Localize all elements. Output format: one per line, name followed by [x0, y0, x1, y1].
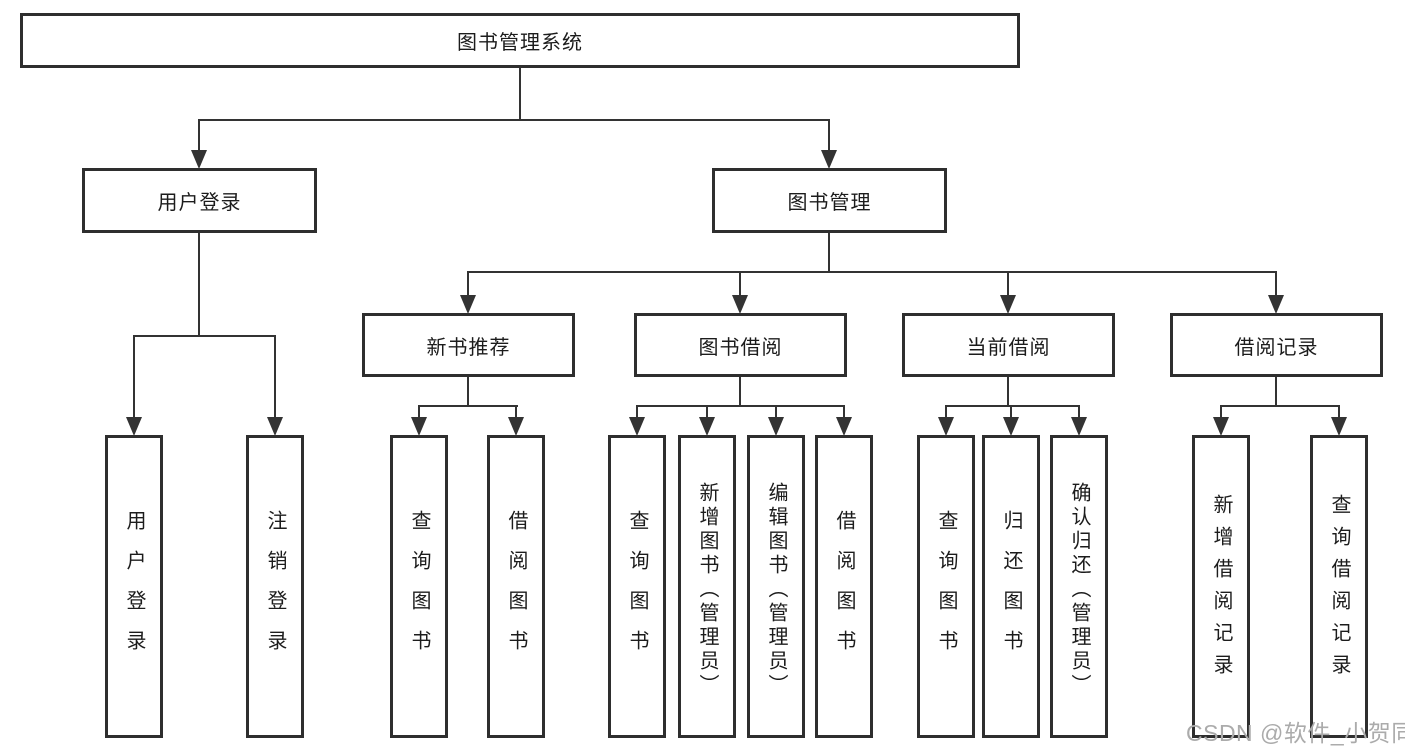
arrowhead-down-icon: [699, 417, 715, 436]
connector-line: [1220, 405, 1340, 407]
connector-line: [1007, 271, 1009, 297]
arrowhead-down-icon: [732, 295, 748, 314]
arrowhead-down-icon: [508, 417, 524, 436]
connector-line: [1007, 377, 1009, 407]
node-book-borrow: 图书借阅: [634, 313, 847, 377]
arrowhead-down-icon: [836, 417, 852, 436]
node-library-system: 图书管理系统: [20, 13, 1020, 68]
connector-line: [843, 405, 845, 419]
node-user-login: 用户登录: [82, 168, 317, 233]
node-new-book-recommend: 新书推荐: [362, 313, 575, 377]
leaf-logout: 注销登录: [246, 435, 304, 738]
connector-line: [1275, 271, 1277, 297]
connector-line: [739, 377, 741, 407]
leaf-add-books-admin: 新增图书（管理员）: [678, 435, 736, 738]
leaf-borrow-books-1: 借阅图书: [487, 435, 545, 738]
connector-line: [133, 335, 135, 417]
csdn-watermark: CSDN @软件_小贺同学: [1186, 720, 1405, 746]
connector-line: [739, 271, 741, 297]
leaf-user-login: 用户登录: [105, 435, 163, 738]
leaf-return-books: 归还图书: [982, 435, 1040, 738]
connector-line: [828, 119, 830, 152]
connector-line: [636, 405, 638, 419]
arrowhead-down-icon: [460, 295, 476, 314]
arrowhead-down-icon: [411, 417, 427, 436]
connector-line: [1275, 377, 1277, 407]
arrowhead-down-icon: [1268, 295, 1284, 314]
connector-line: [467, 377, 469, 407]
leaf-add-borrow-record: 新增借阅记录: [1192, 435, 1250, 738]
connector-line: [467, 271, 1277, 273]
connector-line: [519, 68, 521, 120]
leaf-query-books-3: 查询图书: [917, 435, 975, 738]
connector-line: [1078, 405, 1080, 419]
connector-line: [636, 405, 845, 407]
arrowhead-down-icon: [1331, 417, 1347, 436]
arrowhead-down-icon: [1003, 417, 1019, 436]
arrowhead-down-icon: [768, 417, 784, 436]
leaf-query-books-1: 查询图书: [390, 435, 448, 738]
node-current-borrow: 当前借阅: [902, 313, 1115, 377]
connector-line: [828, 233, 830, 273]
connector-line: [706, 405, 708, 419]
node-borrow-records: 借阅记录: [1170, 313, 1383, 377]
connector-line: [198, 233, 200, 337]
connector-line: [418, 405, 518, 407]
connector-line: [1338, 405, 1340, 419]
node-book-management: 图书管理: [712, 168, 947, 233]
connector-line: [515, 405, 517, 419]
connector-line: [133, 335, 276, 337]
leaf-borrow-books-2: 借阅图书: [815, 435, 873, 738]
connector-line: [1220, 405, 1222, 419]
connector-line: [945, 405, 947, 419]
arrowhead-down-icon: [191, 150, 207, 169]
arrowhead-down-icon: [938, 417, 954, 436]
leaf-query-borrow-record: 查询借阅记录: [1310, 435, 1368, 738]
arrowhead-down-icon: [1213, 417, 1229, 436]
arrowhead-down-icon: [821, 150, 837, 169]
arrowhead-down-icon: [1071, 417, 1087, 436]
connector-line: [198, 119, 200, 152]
connector-line: [418, 405, 420, 419]
leaf-edit-books-admin: 编辑图书（管理员）: [747, 435, 805, 738]
arrowhead-down-icon: [267, 417, 283, 436]
connector-line: [467, 271, 469, 297]
arrowhead-down-icon: [629, 417, 645, 436]
connector-line: [945, 405, 1080, 407]
leaf-confirm-return-admin: 确认归还（管理员）: [1050, 435, 1108, 738]
connector-line: [775, 405, 777, 419]
connector-line: [274, 335, 276, 417]
leaf-query-books-2: 查询图书: [608, 435, 666, 738]
connector-line: [1010, 405, 1012, 419]
arrowhead-down-icon: [126, 417, 142, 436]
arrowhead-down-icon: [1000, 295, 1016, 314]
connector-line: [198, 119, 830, 121]
